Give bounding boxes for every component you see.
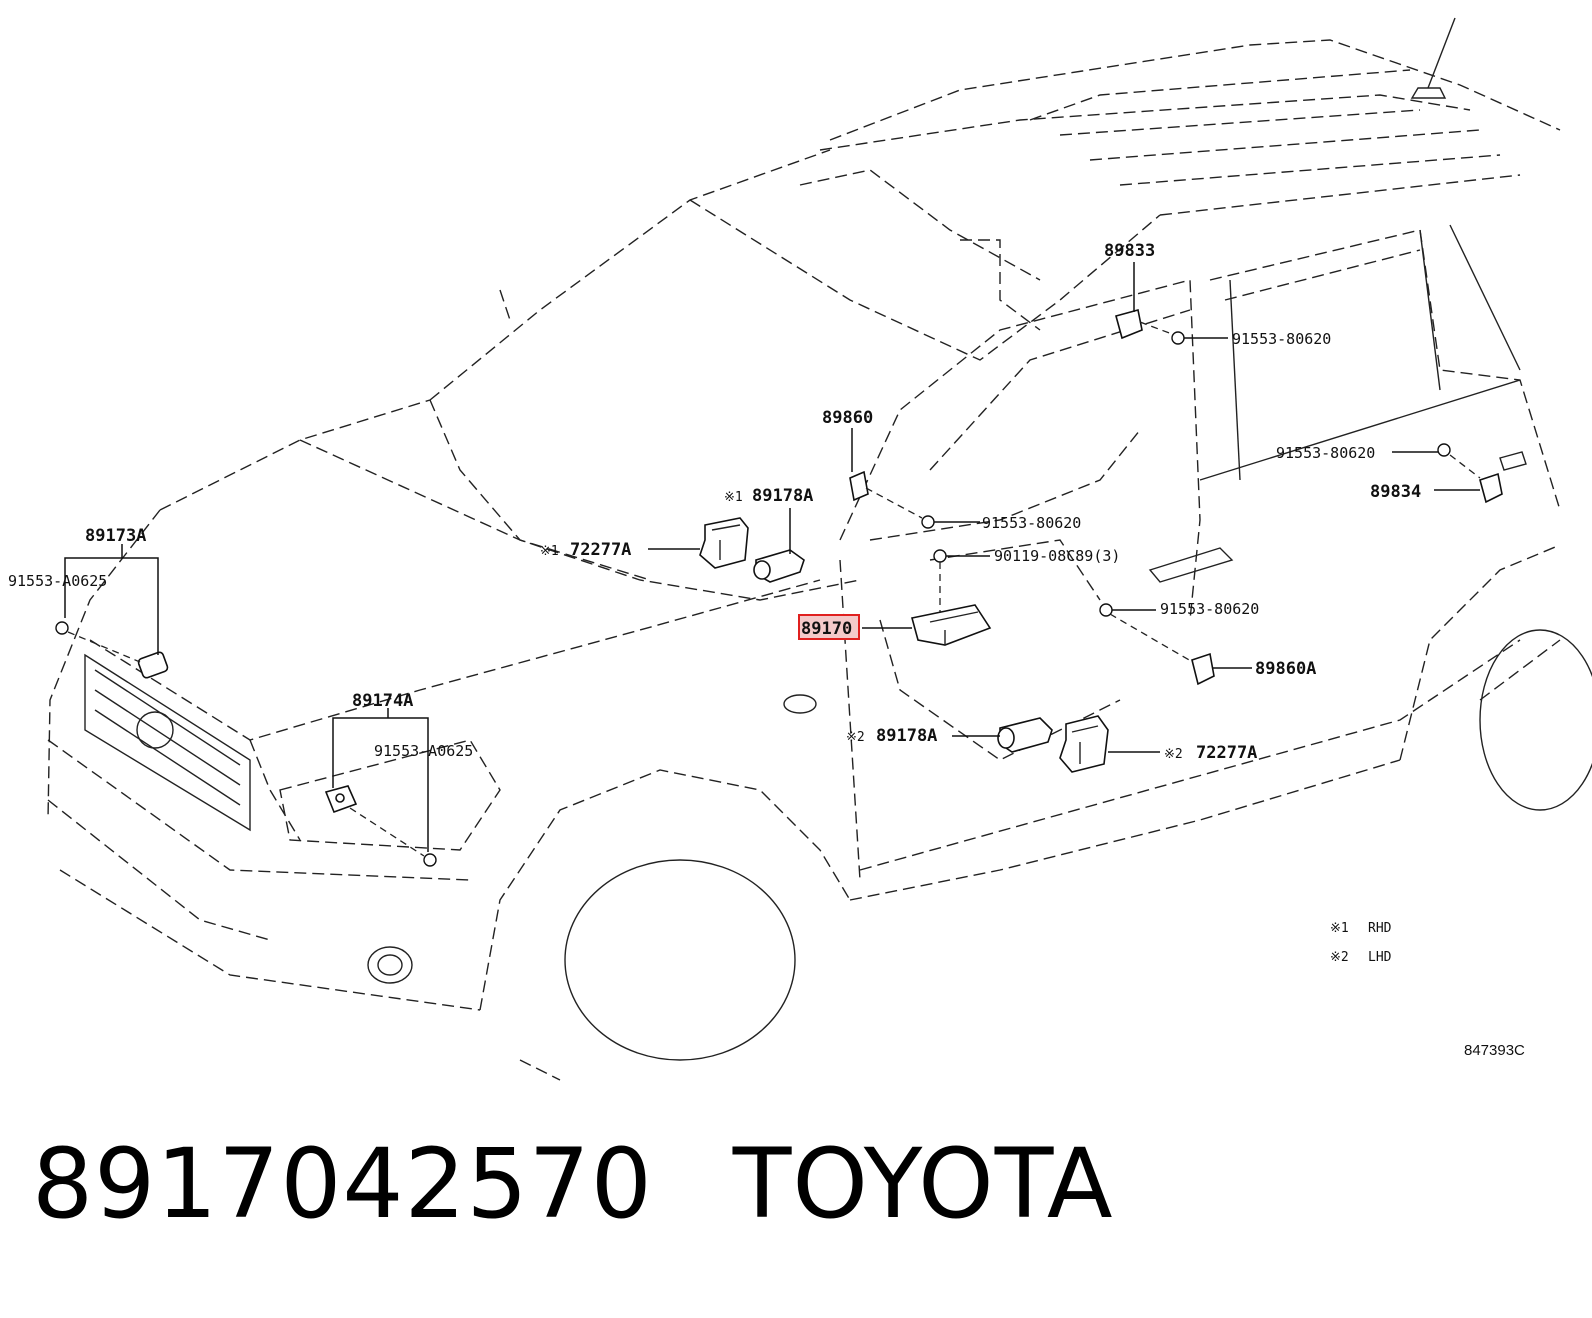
bolt-91553-A0625-left [55,621,141,663]
bracket-72277A-lhd [1059,715,1109,773]
label-91553-80620-a: 91553-80620 [982,514,1081,532]
label-89860: 89860 [822,408,873,428]
label-89834: 89834 [1370,482,1421,502]
label-89173A: 89173A [85,526,146,546]
legend: ※1 RHD ※2 LHD [1330,921,1392,965]
side-sensor-89834 [1479,451,1527,504]
bolt-91553-80620-a [921,515,935,529]
airbag-sensor-parts-diagram: 89173A 91553-A0625 89174A 91553-A0625 ※1… [8,17,1592,1081]
mark-rhd-72277A: ※1 [540,544,559,559]
label-90119-08C89: 90119-08C89(3) [994,547,1120,565]
airbag-sensor-assembly-89170 [911,604,992,646]
label-91553-80620-c: 91553-80620 [1232,330,1331,348]
mark-rhd-89178A: ※1 [724,490,743,505]
label-91553-80620-d: 91553-80620 [1276,444,1375,462]
side-sensor-89833 [1115,309,1173,340]
legend-lhd: LHD [1368,950,1392,965]
side-sensor-89860 [849,470,923,519]
caption-brand: TOYOTA [732,1128,1114,1240]
label-91553-80620-b: 91553-80620 [1160,600,1259,618]
label-89178A-rhd: 89178A [752,486,813,506]
label-89174A: 89174A [352,691,413,711]
label-89170: 89170 [801,619,852,639]
label-89860A: 89860A [1255,659,1316,679]
page-caption: 8917042570 TOYOTA [32,1128,1114,1240]
side-sensor-89860A [1191,652,1215,686]
bolt-91553-80620-d [1437,443,1481,479]
front-sensor-89174A [324,785,358,814]
front-sensor-89173A [137,651,169,679]
label-89178A-lhd: 89178A [876,726,937,746]
sensor-89178A-rhd [753,549,805,583]
legend-rhd-mark: ※1 [1330,921,1349,936]
leader-lines [64,262,1480,852]
bolt-91553-80620-c [1171,331,1185,345]
bolt-91553-A0625-center [349,807,437,867]
label-91553-A0625-center: 91553-A0625 [374,742,473,760]
diagram-reference-number: 847393C [1464,1042,1525,1059]
label-72277A-rhd: 72277A [570,540,631,560]
mark-lhd-72277A: ※2 [1164,747,1183,762]
caption-part-number: 8917042570 [32,1128,653,1240]
part-labels: 89173A 91553-A0625 89174A 91553-A0625 ※1… [8,241,1421,763]
label-91553-A0625-left: 91553-A0625 [8,572,107,590]
mark-lhd-89178A: ※2 [846,730,865,745]
label-72277A-lhd: 72277A [1196,743,1257,763]
bolt-90119-08C89 [933,549,947,612]
legend-rhd: RHD [1368,921,1392,936]
label-89833: 89833 [1104,241,1155,261]
bracket-72277A-rhd [699,517,749,569]
sensor-parts [55,309,1527,867]
highlight-89170 [798,614,860,640]
sensor-89178A-lhd [997,717,1053,753]
legend-lhd-mark: ※2 [1330,950,1349,965]
vehicle-outline [47,17,1592,1081]
